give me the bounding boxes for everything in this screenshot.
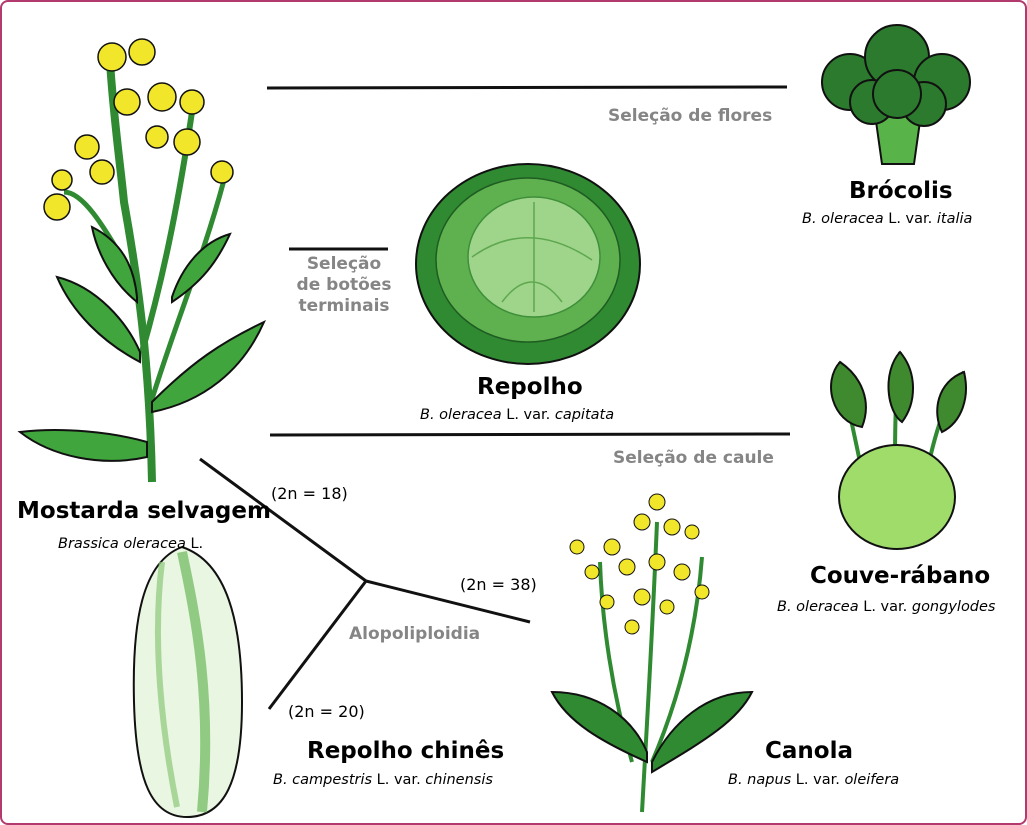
line-campestris-branch <box>269 581 366 709</box>
brocolis-name: Brócolis <box>849 178 953 204</box>
ploidy-campestris: (2n = 20) <box>288 702 365 721</box>
ploidy-napus: (2n = 38) <box>460 575 537 594</box>
selecao-botoes-line2: de botões <box>294 275 394 296</box>
couve-rabano-sci: B. oleracea L. var. gongylodes <box>777 599 996 615</box>
line-selecao-caule <box>270 434 790 435</box>
repolho-chines-sci: B. campestris L. var. chinensis <box>273 772 493 788</box>
repolho-sci: B. oleracea L. var. capitata <box>420 407 614 423</box>
couve-rabano-illustration <box>831 352 966 549</box>
couve-rabano-name: Couve-rábano <box>810 563 990 589</box>
line-selecao-flores <box>267 87 787 88</box>
mostarda-sci: Brassica oleracea L. <box>58 536 203 552</box>
repolho-chines-illustration <box>134 547 242 817</box>
selecao-caule-label: Seleção de caule <box>613 448 774 468</box>
canola-illustration <box>552 494 752 812</box>
canola-name: Canola <box>765 738 853 764</box>
selecao-botoes-line1: Seleção <box>294 254 394 275</box>
selecao-botoes-line3: terminais <box>294 296 394 317</box>
canola-sci: B. napus L. var. oleifera <box>728 772 899 788</box>
alopoliploidia-label: Alopoliploidia <box>349 624 480 644</box>
selecao-flores-label: Seleção de flores <box>608 106 772 126</box>
brocolis-illustration <box>822 25 970 164</box>
brocolis-sci: B. oleracea L. var. italia <box>802 211 972 227</box>
selecao-botoes-label: Seleção de botões terminais <box>294 254 394 317</box>
ploidy-oleracea: (2n = 18) <box>271 484 348 503</box>
repolho-illustration <box>416 164 640 364</box>
mostarda-selvagem-illustration <box>20 39 264 482</box>
mostarda-name: Mostarda selvagem <box>17 498 271 524</box>
repolho-chines-name: Repolho chinês <box>307 738 504 764</box>
repolho-name: Repolho <box>477 374 583 400</box>
